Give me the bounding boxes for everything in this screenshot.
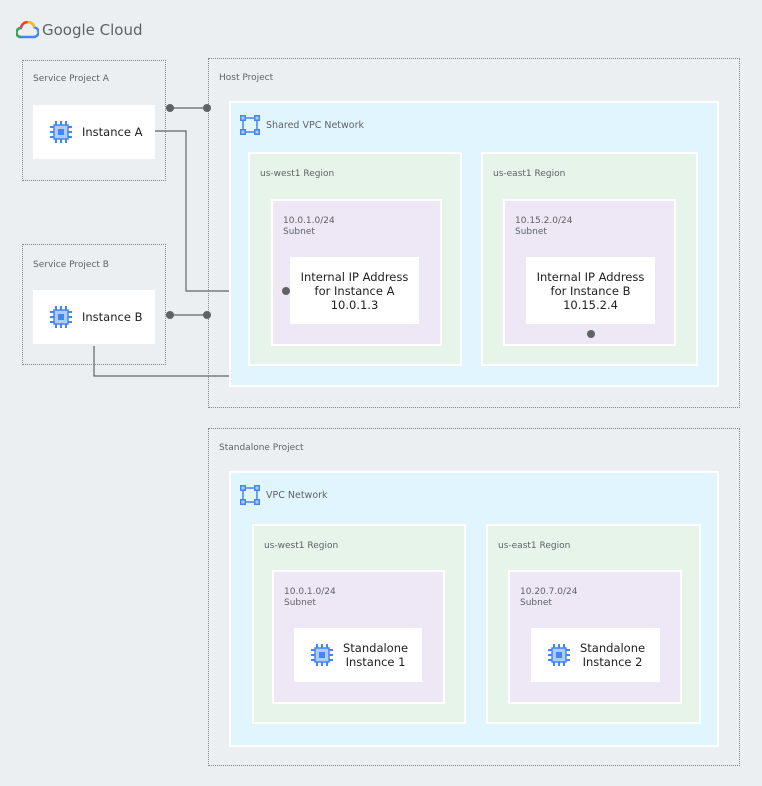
internal-ip-b-line-1: Internal IP Address — [536, 269, 645, 284]
host-region-west-label: us-west1 Region — [260, 169, 335, 179]
internal-ip-b-line-2: for Instance B — [550, 283, 631, 298]
standalone-instance-2-line-1: Standalone — [580, 641, 646, 655]
connector-dot — [282, 287, 290, 295]
internal-ip-a-line-3: 10.0.1.3 — [330, 297, 379, 312]
connector-dot — [203, 104, 211, 112]
internal-ip-b-card[interactable]: Internal IP Address for Instance B 10.15… — [526, 257, 655, 324]
host-project: Host Project — [208, 58, 740, 408]
service-project-a: Service Project A — [22, 60, 166, 181]
standalone-subnet-west-cidr: 10.0.1.0/24 — [284, 587, 336, 597]
internal-ip-a-line-1: Internal IP Address — [300, 269, 409, 284]
standalone-instance-1-line-1: Standalone — [343, 641, 409, 655]
compute-engine-icon — [50, 306, 72, 328]
host-subnet-east-cidr: 10.15.2.0/24 — [515, 216, 573, 226]
service-project-b: Service Project B — [22, 244, 166, 365]
internal-ip-a-card[interactable]: Internal IP Address for Instance A 10.0.… — [290, 257, 419, 324]
standalone-instance-2-line-2: Instance 2 — [582, 655, 643, 669]
host-project-label: Host Project — [219, 73, 274, 83]
standalone-region-east-label: us-east1 Region — [498, 541, 571, 551]
standalone-instance-1-card[interactable]: Standalone Instance 1 — [294, 628, 422, 682]
connector-dot — [166, 311, 174, 319]
host-subnet-east-label: Subnet — [515, 227, 547, 237]
connector-dot — [166, 104, 174, 112]
compute-engine-icon — [548, 644, 570, 666]
connector-dot — [203, 311, 211, 319]
vpc-network-icon — [240, 485, 260, 505]
internal-ip-a-line-2: for Instance A — [314, 283, 395, 298]
instance-a-card[interactable]: Instance A — [33, 105, 155, 159]
shared-vpc-network-label: Shared VPC Network — [266, 120, 365, 131]
host-region-east-label: us-east1 Region — [493, 169, 566, 179]
instance-b-label: Instance B — [82, 310, 143, 324]
instance-a-label: Instance A — [82, 125, 143, 139]
service-project-a-label: Service Project A — [33, 74, 109, 84]
standalone-project: Standalone Project — [208, 428, 740, 766]
standalone-region-west-label: us-west1 Region — [264, 541, 339, 551]
standalone-subnet-east-cidr: 10.20.7.0/24 — [520, 587, 578, 597]
vpc-network-label: VPC Network — [266, 490, 328, 501]
connector-dot — [587, 330, 595, 338]
standalone-project-label: Standalone Project — [219, 443, 304, 453]
brand-name: Google Cloud — [42, 21, 143, 39]
standalone-instance-1-line-2: Instance 1 — [345, 655, 406, 669]
standalone-subnet-west-label: Subnet — [284, 598, 316, 608]
instance-b-card[interactable]: Instance B — [33, 290, 155, 344]
google-cloud-logo-icon — [16, 21, 39, 39]
vpc-network-icon — [240, 115, 260, 135]
compute-engine-icon — [50, 121, 72, 143]
service-project-b-label: Service Project B — [33, 260, 109, 270]
internal-ip-b-line-3: 10.15.2.4 — [563, 297, 618, 312]
host-subnet-west-cidr: 10.0.1.0/24 — [283, 216, 335, 226]
standalone-instance-2-card[interactable]: Standalone Instance 2 — [531, 628, 660, 682]
compute-engine-icon — [311, 644, 333, 666]
standalone-subnet-east-label: Subnet — [520, 598, 552, 608]
host-subnet-west-label: Subnet — [283, 227, 315, 237]
